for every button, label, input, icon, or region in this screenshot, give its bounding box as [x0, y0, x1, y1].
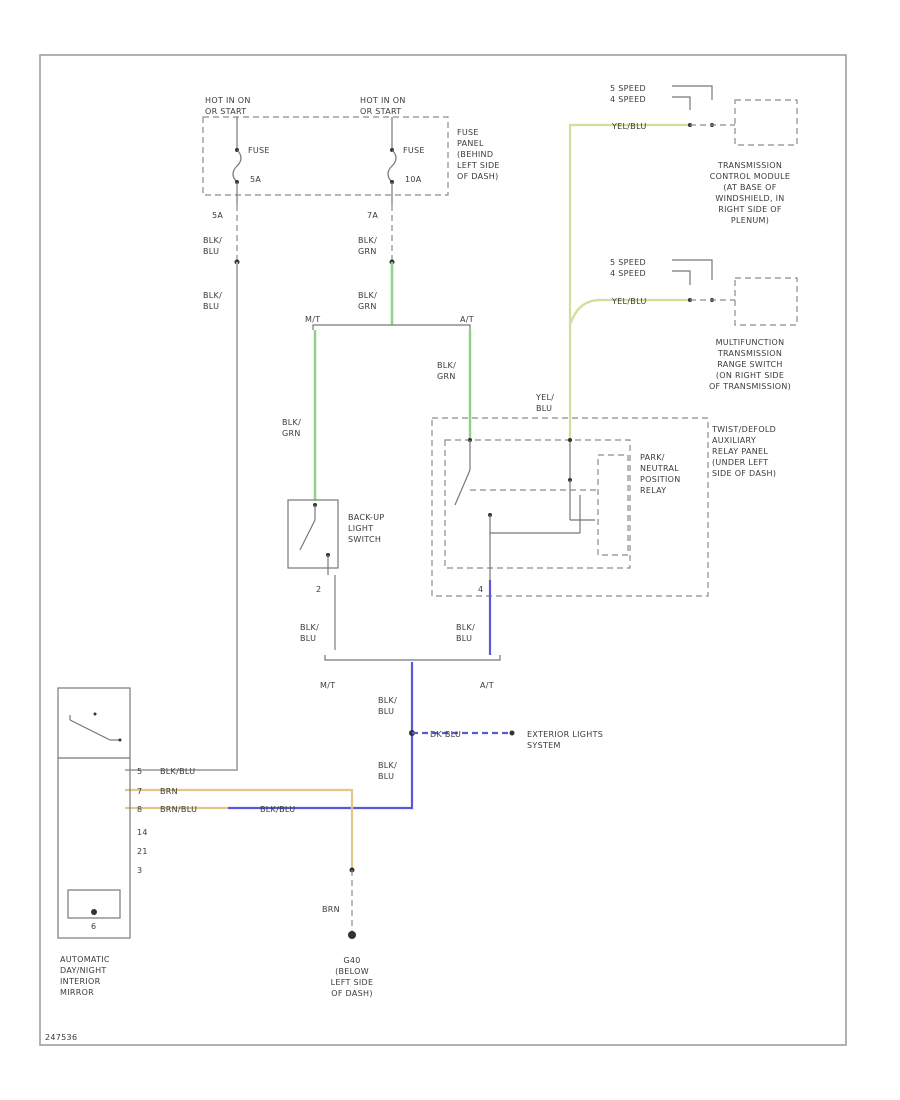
mirror-wire-2: BRN — [160, 787, 178, 796]
hot-in-on-2: HOT IN ON — [360, 96, 406, 105]
fuse-a-label: FUSE — [248, 146, 270, 155]
pin-2: 2 — [316, 585, 321, 594]
wire-blk-grn-1: BLK/GRN — [358, 236, 377, 256]
fuse-b-label: FUSE — [403, 146, 425, 155]
at-top-label: A/T — [460, 315, 474, 324]
speed-top-4: 4 SPEED — [610, 95, 646, 104]
fuse-panel: HOT IN ON OR START HOT IN ON OR START FU… — [202, 96, 500, 205]
mt-bot-label: M/T — [320, 681, 335, 690]
mirror-pin-21: 21 — [137, 847, 148, 856]
mt-top-label: M/T — [305, 315, 320, 324]
brn-bottom-label: BRN — [322, 905, 340, 914]
wire-blk-blu-main — [228, 662, 414, 810]
mirror-wire-3b: BLK/BLU — [260, 805, 295, 814]
speed-top-5: 5 SPEED — [610, 84, 646, 93]
pin-4: 4 — [478, 585, 483, 594]
wire-blk-grn-3: BLK/GRN — [282, 418, 301, 438]
wire-yel-blu-label: YEL/BLU — [535, 393, 554, 413]
wire-blk-blu-3: BLK/BLU — [300, 623, 319, 643]
mirror-wire-1: BLK/BLU — [160, 767, 195, 776]
at-bot-label: A/T — [480, 681, 494, 690]
mirror-pin-14: 14 — [137, 828, 148, 837]
mirror-pin-bottom: 6 — [91, 922, 96, 931]
wire-blk-blu-mirror — [125, 262, 238, 771]
speed-mid-4: 4 SPEED — [610, 269, 646, 278]
speed-mid-5: 5 SPEED — [610, 258, 646, 267]
wire-brn — [125, 788, 354, 870]
wire-yel-blu — [568, 123, 690, 440]
mirror-wire-3a: BRN/BLU — [160, 805, 197, 814]
yel-blu-top: YEL/BLU — [611, 122, 647, 131]
hot-in-on-1: HOT IN ON — [205, 96, 251, 105]
yel-blu-mid: YEL/BLU — [611, 297, 647, 306]
pin-7a: 7A — [367, 211, 378, 220]
wire-blk-blu-5: BLK/BLU — [378, 696, 397, 716]
wire-blk-blu-4: BLK/BLU — [456, 623, 475, 643]
mirror-pin-5: 5 — [137, 767, 142, 776]
dk-blu-label: DK BLU — [430, 730, 461, 739]
wire-blk-grn-4: BLK/GRN — [437, 361, 456, 381]
mirror-pin-7: 7 — [137, 787, 142, 796]
mirror-pin-3: 3 — [137, 866, 142, 875]
mirror-pin-8: 8 — [137, 805, 142, 814]
fuse-b-amp: 10A — [405, 175, 422, 184]
ground-symbol — [348, 931, 356, 939]
pin-5a: 5A — [212, 211, 223, 220]
wire-blk-grn-2: BLK/GRN — [358, 291, 377, 311]
fuse-a-amp: 5A — [250, 175, 261, 184]
hot-in-on-1b: OR START — [205, 107, 246, 116]
hot-in-on-2b: OR START — [360, 107, 401, 116]
diagram-border — [39, 54, 847, 1046]
wire-blk-blu-2: BLK/BLU — [203, 291, 222, 311]
diagram-code: 247536 — [45, 1033, 77, 1042]
wire-blk-blu-6: BLK/BLU — [378, 761, 397, 781]
wire-blk-blu-1: BLK/BLU — [203, 236, 222, 256]
